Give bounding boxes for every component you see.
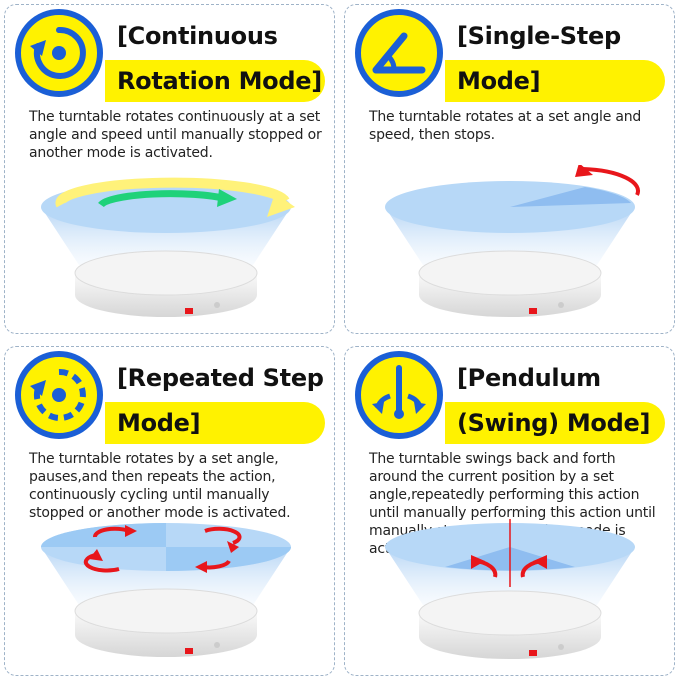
mode-title-line2: (Swing) Mode] [457, 409, 651, 437]
mode-title-line2: Rotation Mode] [117, 67, 322, 95]
title-highlight [105, 60, 325, 102]
mode-card-repeated-step: [Repeated Step Mode] The turntable rotat… [4, 346, 335, 676]
mode-description: The turntable rotates by a set angle, pa… [29, 451, 291, 521]
mode-description: The turntable rotates continuously at a … [29, 109, 322, 161]
mode-title-line1: [Single-Step [457, 22, 621, 50]
turntable-illustration [41, 523, 291, 657]
mode-title-line1: [Continuous [117, 22, 278, 50]
mode-card-pendulum: [Pendulum (Swing) Mode] The turntable sw… [344, 346, 675, 676]
turntable-illustration [385, 165, 641, 317]
rotation-icon [15, 9, 103, 97]
mode-title-line2: Mode] [117, 409, 201, 437]
turntable-illustration [385, 519, 635, 659]
pendulum-icon [355, 351, 443, 439]
mode-description: The turntable rotates at a set angle and… [369, 109, 642, 143]
angle-icon [355, 9, 443, 97]
title-highlight [445, 402, 665, 444]
mode-card-single-step: [Single-Step Mode] The turntable rotates… [344, 4, 675, 334]
title-highlight [105, 402, 325, 444]
mode-title-line1: [Repeated Step [117, 364, 324, 392]
mode-title-line2: Mode] [457, 67, 541, 95]
mode-card-continuous: [Continuous Rotation Mode] The turntable… [4, 4, 335, 334]
turntable-illustration [41, 177, 295, 317]
mode-title-line1: [Pendulum [457, 364, 601, 392]
title-highlight [445, 60, 665, 102]
step-rotation-icon [15, 351, 103, 439]
